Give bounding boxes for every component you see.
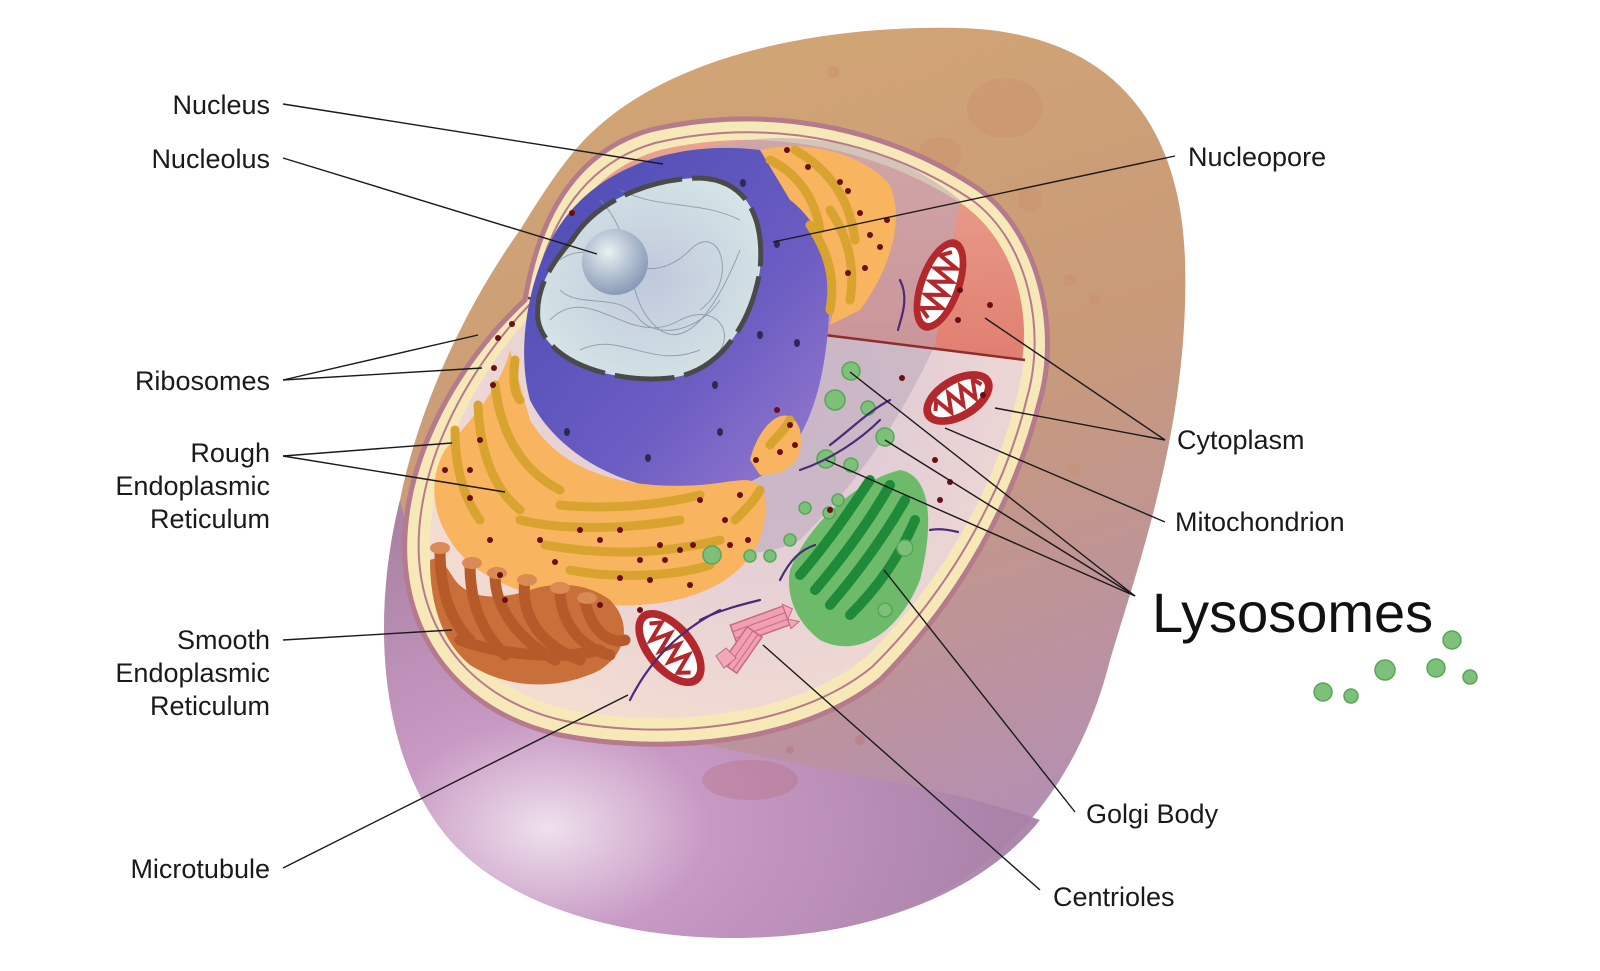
smooth-er (430, 542, 631, 685)
ribosome-dot (537, 537, 543, 543)
ribosome-dot (792, 442, 798, 448)
ribosome-dot (753, 457, 759, 463)
ribosome-dot (617, 527, 623, 533)
centrioles (715, 603, 801, 675)
ribosome-dot (867, 232, 873, 238)
ribosome-dot (657, 542, 663, 548)
ribosome-dot (687, 582, 693, 588)
label-mitochondrion: Mitochondrion (1175, 507, 1345, 537)
ribosome-dot (442, 467, 448, 473)
ribosome-dot (987, 302, 993, 308)
ribosome-dot (552, 559, 558, 565)
ribosome-dot (727, 542, 733, 548)
ribosome-dot (467, 467, 473, 473)
ribosome-dot (947, 479, 953, 485)
ribosome-dot (637, 557, 643, 563)
label-smooth-er-1: Smooth (177, 625, 270, 655)
ribosome-dot (777, 449, 783, 455)
ribosome-dot (467, 495, 473, 501)
ribosome-dot (862, 265, 868, 271)
ribosome-dot (957, 287, 963, 293)
ribosome-dot (677, 547, 683, 553)
labels-left: Nucleus Nucleolus Ribosomes Rough Endopl… (115, 90, 270, 884)
ribosome-dot (745, 537, 751, 543)
ribosome-dot (784, 147, 790, 153)
nucleus (524, 147, 830, 492)
microtubules (628, 278, 960, 702)
ribosome-dot (737, 492, 743, 498)
ribosome-dot (617, 575, 623, 581)
ribosome-dot (787, 422, 793, 428)
mitochondria (635, 239, 993, 687)
ribosome-dot (497, 572, 503, 578)
labels-right: Nucleopore Cytoplasm Mitochondrion Lysos… (1053, 142, 1433, 912)
ribosome-dot (487, 537, 493, 543)
label-microtubule: Microtubule (130, 854, 270, 884)
label-cytoplasm: Cytoplasm (1177, 425, 1305, 455)
nucleolus (582, 229, 648, 295)
label-ribosomes: Ribosomes (135, 366, 270, 396)
ribosome-dot (845, 188, 851, 194)
ribosome-dot (955, 317, 961, 323)
ribosome-dot (827, 507, 833, 513)
ribosome-dot (597, 602, 603, 608)
ribosome-dot (637, 607, 643, 613)
ribosome-dot (495, 335, 501, 341)
rough-er (434, 145, 896, 606)
ribosome-dot (597, 537, 603, 543)
ribosome-dot (569, 210, 575, 216)
label-nucleolus: Nucleolus (151, 144, 270, 174)
ribosome-dot (697, 497, 703, 503)
ribosome-dot (662, 557, 668, 563)
label-nucleopore: Nucleopore (1188, 142, 1326, 172)
ribosome-dot (899, 375, 905, 381)
label-nucleus: Nucleus (172, 90, 270, 120)
ribosome-dot (509, 321, 515, 327)
ribosome-dot (805, 164, 811, 170)
ribosome-dot (690, 542, 696, 548)
ribosome-dot (857, 210, 863, 216)
golgi-body (789, 470, 929, 647)
label-golgi-body: Golgi Body (1086, 799, 1219, 829)
lysosome-legend-dots (1313, 630, 1478, 704)
ribosome-dot (932, 457, 938, 463)
lysosome-vesicles (702, 361, 914, 618)
ribosome-dot (491, 365, 497, 371)
ribosome-dot (502, 597, 508, 603)
label-smooth-er-3: Reticulum (150, 691, 270, 721)
ribosome-dot (845, 270, 851, 276)
ribosome-dot (477, 437, 483, 443)
ribosome-dot (837, 179, 843, 185)
label-smooth-er-2: Endoplasmic (115, 658, 270, 688)
label-centrioles: Centrioles (1053, 882, 1175, 912)
ribosome-dot (877, 244, 883, 250)
label-rough-er-3: Reticulum (150, 504, 270, 534)
ribosome-dot (722, 517, 728, 523)
leader-lines (282, 103, 1176, 891)
label-rough-er-1: Rough (190, 438, 270, 468)
ribosome-dot (774, 407, 780, 413)
label-rough-er-2: Endoplasmic (115, 471, 270, 501)
ribosome-dots (442, 147, 993, 613)
ribosome-dot (937, 497, 943, 503)
ribosome-dot (490, 382, 496, 388)
ribosome-dot (577, 527, 583, 533)
ribosome-dot (647, 577, 653, 583)
label-lysosomes: Lysosomes (1152, 581, 1433, 644)
ribosome-dot (980, 392, 986, 398)
